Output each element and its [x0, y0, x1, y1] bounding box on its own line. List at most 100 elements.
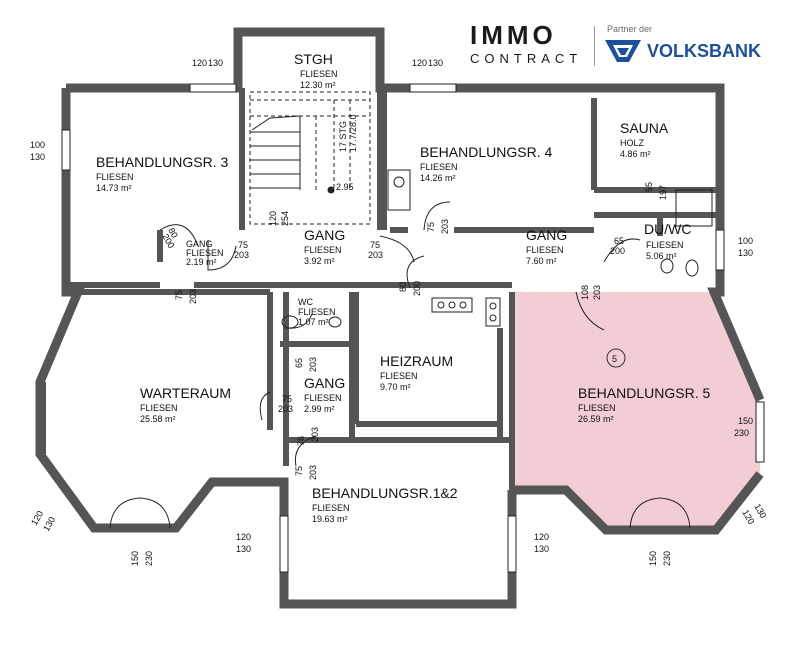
dim-b12-right-window-b: 130 [534, 544, 549, 554]
dim-warte-door-b: 203 [188, 289, 198, 304]
heiz-floor: FLIESEN [380, 371, 418, 381]
heiz-area: 9.70 m² [380, 382, 411, 392]
dim-b5-bottom-window-a: 150 [648, 551, 658, 566]
room-5-number-circle [606, 348, 626, 368]
dim-window-right-a: 100 [738, 236, 753, 246]
duwc-floor: FLIESEN [646, 240, 684, 250]
wc-name: WC [298, 297, 313, 307]
room-5-number: 5 [612, 354, 617, 364]
wc-floor: FLIESEN [298, 307, 336, 317]
b4-area: 14.26 m² [420, 173, 456, 183]
dim-duwc-door-b: 200 [610, 246, 625, 256]
dim-gang-low-door2-a: 76 [296, 436, 306, 446]
b5-area: 26.59 m² [578, 414, 614, 424]
dim-wc-door-a: 65 [294, 358, 304, 368]
dim-wc-door-b: 203 [308, 357, 318, 372]
b3-name: BEHANDLUNGSR. 3 [96, 154, 228, 170]
dim-gang2-door-b: 203 [368, 250, 383, 260]
windows [61, 83, 765, 573]
b12-name: BEHANDLUNGSR.1&2 [312, 485, 458, 501]
stgh-area: 12.30 m² [300, 80, 336, 90]
sanitary-fixtures [281, 169, 713, 329]
dim-window-left-b: 130 [30, 152, 45, 162]
warte-area: 25.58 m² [140, 414, 176, 424]
dim-warte-door-a: 75 [174, 290, 184, 300]
volksbank-emblem-icon [605, 40, 641, 62]
warte-name: WARTERAUM [140, 385, 231, 401]
stgh-name: STGH [294, 51, 333, 67]
partner-label: Partner der [607, 24, 653, 34]
b3-area: 14.73 m² [96, 183, 132, 193]
stair-ratio: 17.7/28.0 [348, 114, 358, 152]
dim-b12-left-window-b: 130 [236, 544, 251, 554]
staircase [249, 91, 371, 225]
dim-gang1-door-a: 75 [238, 240, 248, 250]
dim-stair-door-a: 120 [268, 211, 278, 226]
stair-steps: 17 STG [338, 121, 348, 152]
dim-sauna-door-b: 197 [658, 185, 668, 200]
immo-contract-logo: IMMO CONTRACT [470, 22, 582, 66]
sauna-name: SAUNA [620, 120, 669, 136]
b4-name: BEHANDLUNGSR. 4 [420, 144, 552, 160]
dim-warte-bottom-window-b: 230 [144, 551, 154, 566]
gang-low-area: 2.99 m² [304, 404, 335, 414]
dim-b3-door-a: 80 [166, 226, 180, 240]
room-5-highlight [512, 292, 760, 530]
gang-low-name: GANG [304, 375, 345, 391]
dim-heiz-door-a: 80 [398, 282, 408, 292]
dim-b4-door-b: 203 [440, 219, 450, 234]
dim-b12-right-window-a: 120 [534, 532, 549, 542]
heiz-name: HEIZRAUM [380, 353, 453, 369]
dim-b5-door-a: 108 [580, 285, 590, 300]
volksbank-logo: Partner der VOLKSBANK [603, 24, 761, 64]
dim-duwc-door-a: 65 [614, 236, 624, 246]
dim-window-top2-a: 120 [412, 58, 427, 68]
warte-floor: FLIESEN [140, 403, 178, 413]
gang-small-floor: FLIESEN [186, 248, 224, 258]
stgh-floor: FLIESEN [300, 69, 338, 79]
dim-b5-diag-window-a: 120 [740, 508, 756, 526]
dim-b5-bottom-window-b: 230 [662, 551, 672, 566]
dim-window-left-a: 100 [30, 140, 45, 150]
dim-heiz-door-b: 200 [412, 281, 422, 296]
gang-low-floor: FLIESEN [304, 393, 342, 403]
gang-small-name: GANG [186, 239, 213, 249]
interior-walls [70, 88, 720, 490]
gang-right-area: 7.60 m² [526, 256, 557, 266]
duwc-name: DU/WC [644, 221, 691, 237]
dim-gang-low-door2-b: 203 [310, 427, 320, 442]
dim-b12-door-b: 203 [308, 465, 318, 480]
dim-b12-left-window-a: 120 [236, 532, 251, 542]
dim-warte-bottom-window-a: 150 [130, 551, 140, 566]
dim-window-right-b: 130 [738, 248, 753, 258]
dim-gang2-door-a: 75 [370, 240, 380, 250]
stair-height: 2.95 [336, 182, 354, 192]
gang-small-area: 2.19 m² [186, 257, 217, 267]
gang-right-floor: FLIESEN [526, 245, 564, 255]
dim-gang-low-door-b: 203 [278, 404, 293, 414]
b12-area: 19.63 m² [312, 514, 348, 524]
sauna-area: 4.86 m² [620, 149, 651, 159]
dim-b5-right-window-a: 150 [738, 416, 753, 426]
duwc-area: 5.06 m² [646, 251, 677, 261]
dim-gang1-door-b: 203 [234, 250, 249, 260]
gang-mid-name: GANG [304, 227, 345, 243]
door-swings [109, 201, 691, 529]
gang-mid-area: 3.92 m² [304, 256, 335, 266]
dim-b5-right-window-b: 230 [734, 428, 749, 438]
immo-logo-main: IMMO [470, 20, 557, 50]
b3-floor: FLIESEN [96, 172, 134, 182]
dim-warte-diag-window-b: 130 [41, 515, 57, 533]
dim-sauna-door-a: 55 [644, 182, 654, 192]
gang-mid-floor: FLIESEN [304, 245, 342, 255]
b12-floor: FLIESEN [312, 503, 350, 513]
bank-name: VOLKSBANK [647, 40, 762, 61]
dim-window-top-b: 130 [208, 58, 223, 68]
dim-b4-door-a: 75 [426, 222, 436, 232]
gang-right-name: GANG [526, 227, 567, 243]
b5-floor: FLIESEN [578, 403, 616, 413]
dim-window-top2-b: 130 [428, 58, 443, 68]
dim-b5-door-b: 203 [592, 285, 602, 300]
b4-floor: FLIESEN [420, 162, 458, 172]
